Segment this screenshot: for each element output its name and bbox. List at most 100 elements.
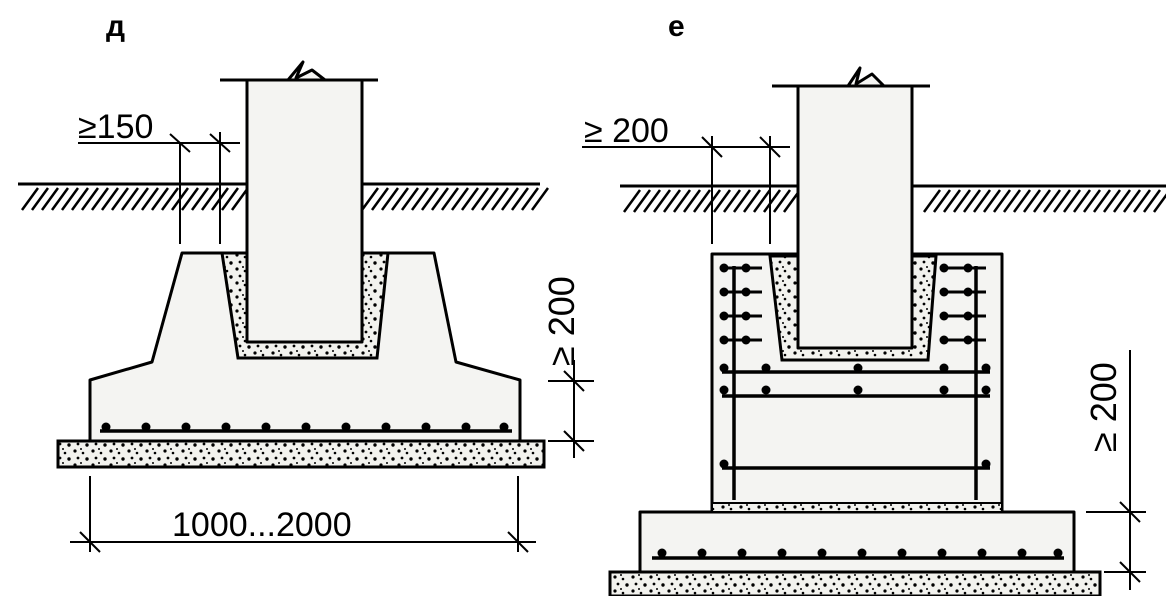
ground-hatch bbox=[722, 189, 742, 213]
rebar-dot bbox=[963, 287, 973, 297]
ground-hatch bbox=[410, 187, 430, 211]
rebar-dot bbox=[741, 311, 751, 321]
ground-hatch bbox=[30, 187, 50, 211]
gravel-bed-left bbox=[56, 439, 546, 469]
ground-hatch bbox=[490, 187, 510, 211]
ground-hatch bbox=[992, 189, 1012, 213]
ground-hatch bbox=[972, 189, 992, 213]
ground-hatch bbox=[1082, 189, 1102, 213]
ground-hatch bbox=[460, 187, 480, 211]
rebar-dot bbox=[719, 363, 729, 373]
dim-side-left: ≥ 200 bbox=[541, 276, 594, 458]
ground-hatch bbox=[692, 189, 712, 213]
dim-bottom-left: 1000...2000 bbox=[70, 476, 536, 553]
ground-hatch bbox=[40, 187, 60, 211]
ground-hatch bbox=[652, 189, 672, 213]
rebar-dot bbox=[741, 335, 751, 345]
ground-hatch bbox=[942, 189, 962, 213]
rebar-dot bbox=[939, 287, 949, 297]
ground-hatch bbox=[420, 187, 440, 211]
ground-hatch bbox=[390, 187, 410, 211]
column-left bbox=[245, 60, 364, 344]
ground-hatch bbox=[440, 187, 460, 211]
dim-top-left: ≥150 bbox=[78, 108, 240, 244]
ground-hatch bbox=[1052, 189, 1072, 213]
rebar-dot bbox=[261, 422, 271, 432]
rebar-dot bbox=[741, 287, 751, 297]
ground-hatch bbox=[360, 187, 380, 211]
ground-hatch bbox=[520, 187, 540, 211]
ground-hatch bbox=[480, 187, 500, 211]
ground-hatch bbox=[762, 189, 782, 213]
ground-hatch bbox=[100, 187, 120, 211]
rebar-dots-cage bbox=[719, 263, 991, 469]
rebar-dot bbox=[141, 422, 151, 432]
ground-hatch bbox=[922, 189, 942, 213]
ground-hatch bbox=[190, 187, 210, 211]
rebar-dot bbox=[761, 385, 771, 395]
figure-e-label: е bbox=[668, 10, 685, 43]
figure-d-label: д bbox=[106, 10, 125, 43]
rebar-dot bbox=[181, 422, 191, 432]
ground-hatch bbox=[220, 187, 240, 211]
ground-hatch bbox=[230, 187, 250, 211]
ground-hatch bbox=[1112, 189, 1132, 213]
ground-hatch bbox=[130, 187, 150, 211]
rebar-dot bbox=[719, 263, 729, 273]
ground-hatch bbox=[752, 189, 772, 213]
ground-hatch bbox=[180, 187, 200, 211]
rebar-dot bbox=[977, 548, 987, 558]
ground-hatch bbox=[712, 189, 732, 213]
ground-hatch bbox=[732, 189, 752, 213]
ground-hatch bbox=[932, 189, 952, 213]
column-right bbox=[796, 66, 914, 350]
ground-hatch bbox=[1102, 189, 1122, 213]
rebar-dot bbox=[737, 548, 747, 558]
footing-slab-right bbox=[638, 510, 1076, 574]
rebar-dot bbox=[697, 548, 707, 558]
rebar-dot bbox=[963, 311, 973, 321]
gravel-bed-right bbox=[608, 570, 1102, 596]
rebar-dots-slab bbox=[657, 548, 1063, 558]
rebar-dot bbox=[719, 311, 729, 321]
rebar-dot bbox=[719, 459, 729, 469]
ground-hatch bbox=[430, 187, 450, 211]
rebar-dot bbox=[939, 335, 949, 345]
rebar-dot bbox=[1017, 548, 1027, 558]
ground-hatch bbox=[60, 187, 80, 211]
rebar-dot bbox=[381, 422, 391, 432]
dim-side-right-text: ≥ 200 bbox=[1083, 362, 1124, 452]
rebar-dot bbox=[853, 385, 863, 395]
ground-hatch bbox=[510, 187, 530, 211]
ground-hatch bbox=[450, 187, 470, 211]
ground-hatch bbox=[200, 187, 220, 211]
rebar-dot bbox=[777, 548, 787, 558]
ground-hatch bbox=[962, 189, 982, 213]
rebar-dot bbox=[939, 311, 949, 321]
ground-hatch bbox=[90, 187, 110, 211]
rebar-dot bbox=[981, 363, 991, 373]
ground-hatch bbox=[952, 189, 972, 213]
figure-e: е bbox=[582, 10, 1166, 596]
rebar-dot bbox=[939, 363, 949, 373]
ground-hatch bbox=[20, 187, 40, 211]
ground-hatch bbox=[160, 187, 180, 211]
ground-hatch bbox=[1002, 189, 1022, 213]
ground-hatch bbox=[1122, 189, 1142, 213]
ground-hatch bbox=[110, 187, 130, 211]
rebar-dot bbox=[719, 287, 729, 297]
ground-hatch bbox=[50, 187, 70, 211]
ground-hatch bbox=[622, 189, 642, 213]
rebar-dot bbox=[461, 422, 471, 432]
rebar-dot bbox=[937, 548, 947, 558]
ground-hatch bbox=[370, 187, 390, 211]
ground-hatch bbox=[1012, 189, 1032, 213]
ground-hatch bbox=[400, 187, 420, 211]
rebar-dot bbox=[719, 335, 729, 345]
ground-hatch bbox=[150, 187, 170, 211]
rebar-dot bbox=[657, 548, 667, 558]
ground-hatch bbox=[742, 189, 762, 213]
ground-hatch bbox=[1042, 189, 1062, 213]
ground-hatch bbox=[1032, 189, 1052, 213]
